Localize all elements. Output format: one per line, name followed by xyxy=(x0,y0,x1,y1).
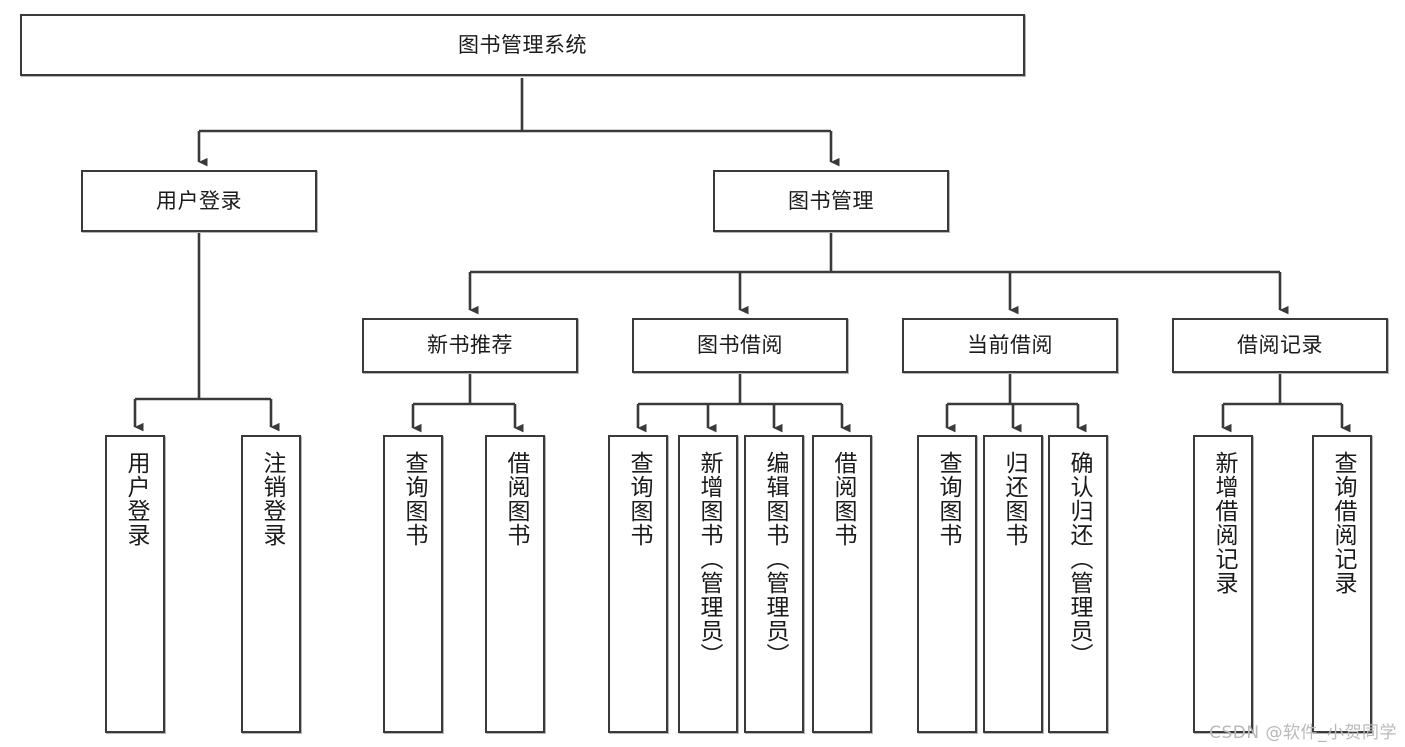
node-user-login[interactable]: 用户登录 xyxy=(81,170,317,232)
leaf-newbook-query-book[interactable]: 查询图书 xyxy=(383,435,443,733)
node-label: 编辑图书（管理员） xyxy=(761,451,788,667)
node-label: 借阅图书 xyxy=(829,451,856,547)
node-label: 新增图书（管理员） xyxy=(695,451,722,667)
node-current-borrow[interactable]: 当前借阅 xyxy=(902,318,1118,373)
node-borrow-record[interactable]: 借阅记录 xyxy=(1172,318,1388,373)
node-label: 用户登录 xyxy=(156,188,242,213)
node-label: 借阅图书 xyxy=(502,451,529,547)
node-label: 图书借阅 xyxy=(697,333,783,358)
node-root-system[interactable]: 图书管理系统 xyxy=(20,14,1025,76)
node-label: 借阅记录 xyxy=(1237,333,1323,358)
node-book-borrow[interactable]: 图书借阅 xyxy=(632,318,848,373)
leaf-borrow-query-book[interactable]: 查询图书 xyxy=(608,435,668,733)
leaf-logout[interactable]: 注销登录 xyxy=(241,435,301,733)
node-label: 归还图书 xyxy=(1000,451,1027,547)
leaf-current-return-book[interactable]: 归还图书 xyxy=(983,435,1043,733)
node-new-book-recommend[interactable]: 新书推荐 xyxy=(362,318,578,373)
node-label: 查询图书 xyxy=(934,451,961,547)
leaf-newbook-borrow-book[interactable]: 借阅图书 xyxy=(485,435,545,733)
leaf-current-confirm-return-admin[interactable]: 确认归还（管理员） xyxy=(1048,435,1108,733)
node-label: 当前借阅 xyxy=(967,333,1053,358)
leaf-record-add-record[interactable]: 新增借阅记录 xyxy=(1193,435,1253,733)
node-label: 确认归还（管理员） xyxy=(1065,451,1092,667)
node-label: 注销登录 xyxy=(258,451,285,547)
node-label: 图书管理系统 xyxy=(458,32,587,57)
leaf-current-query-book[interactable]: 查询图书 xyxy=(917,435,977,733)
leaf-borrow-add-book-admin[interactable]: 新增图书（管理员） xyxy=(678,435,738,733)
leaf-record-query-record[interactable]: 查询借阅记录 xyxy=(1312,435,1372,733)
node-book-management[interactable]: 图书管理 xyxy=(713,170,949,232)
node-label: 用户登录 xyxy=(122,451,149,547)
leaf-borrow-edit-book-admin[interactable]: 编辑图书（管理员） xyxy=(744,435,804,733)
leaf-borrow-borrow-book[interactable]: 借阅图书 xyxy=(812,435,872,733)
node-label: 新书推荐 xyxy=(427,333,513,358)
node-label: 查询借阅记录 xyxy=(1329,451,1356,595)
node-label: 查询图书 xyxy=(625,451,652,547)
node-label: 查询图书 xyxy=(400,451,427,547)
leaf-user-login[interactable]: 用户登录 xyxy=(105,435,165,733)
node-label: 图书管理 xyxy=(788,188,874,213)
node-label: 新增借阅记录 xyxy=(1210,451,1237,595)
